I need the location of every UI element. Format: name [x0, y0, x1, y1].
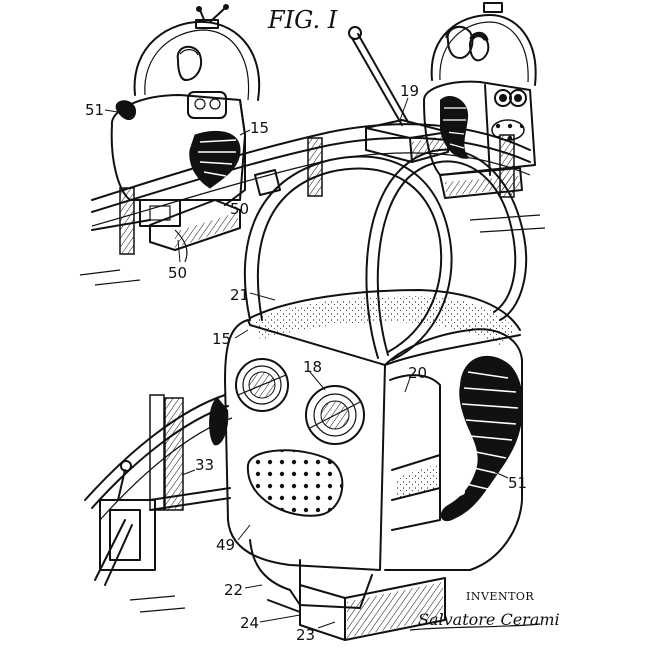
callout-15-top: 15: [250, 119, 269, 137]
inventor-label: INVENTOR: [466, 590, 534, 603]
callout-50-right: 50: [230, 200, 249, 218]
callout-51-top: 51: [85, 101, 104, 119]
eye-right: [306, 386, 364, 444]
base-block: [268, 578, 445, 640]
callout-15-main: 15: [212, 330, 231, 348]
track-post-lower-left: [150, 395, 183, 510]
mouth-grille: [248, 450, 342, 515]
callout-49: 49: [216, 536, 235, 554]
car-upper-right: [424, 3, 536, 198]
callout-33: 33: [195, 456, 214, 474]
tail-ribbed-51: [441, 356, 523, 521]
callout-50-bottom: 50: [168, 264, 187, 282]
eye-left: [236, 359, 288, 411]
callout-19: 19: [400, 82, 419, 100]
callout-18: 18: [303, 358, 322, 376]
figure-title: FIG. I: [267, 6, 338, 34]
rail-clamp-mechanism: [95, 461, 230, 585]
callout-21: 21: [230, 286, 249, 304]
callout-51-main: 51: [508, 474, 527, 492]
car-main: [209, 150, 526, 640]
callout-24: 24: [240, 614, 259, 632]
control-rod-assembly: [349, 27, 448, 162]
callout-20: 20: [408, 364, 427, 382]
callout-23: 23: [296, 626, 315, 644]
callout-22: 22: [224, 581, 243, 599]
